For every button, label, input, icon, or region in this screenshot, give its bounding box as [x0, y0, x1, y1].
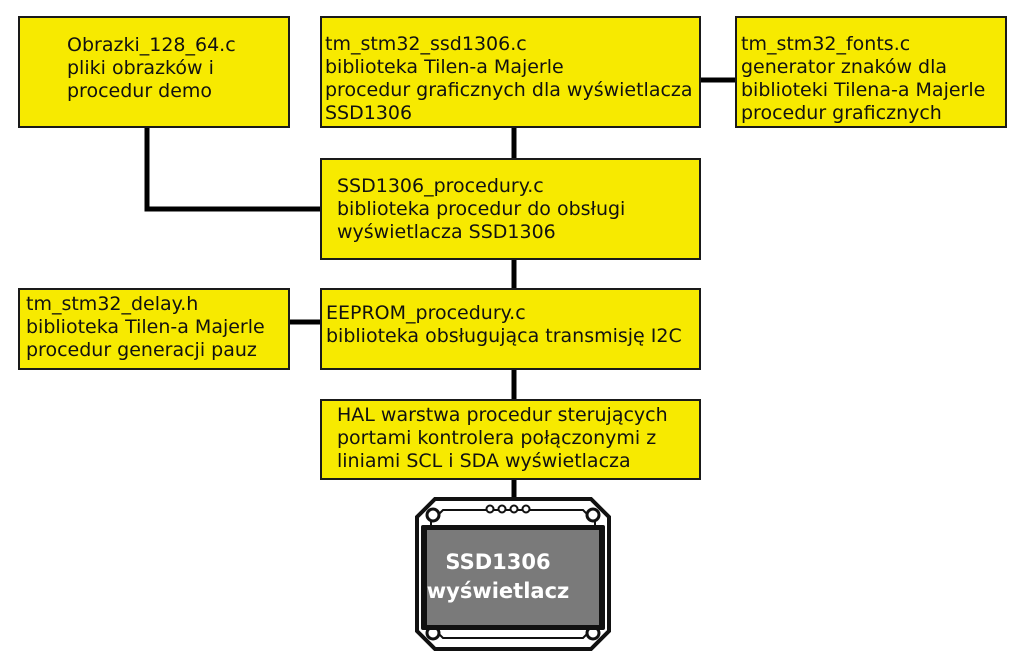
block-delay-line: procedur generacji pauz	[26, 339, 257, 361]
block-procedury-line: wyświetlacza SSD1306	[337, 221, 556, 243]
block-ssd1306-library-line: SSD1306	[325, 102, 413, 124]
block-fonts-line: generator znaków dla	[741, 56, 948, 78]
block-fonts-line: biblioteki Tilena-a Majerle	[741, 79, 986, 101]
block-delay-line: tm_stm32_delay.h	[26, 293, 199, 315]
block-ssd1306-library-line: biblioteka Tilen-a Majerle	[325, 56, 564, 78]
display-label-line1: SSD1306	[445, 550, 551, 574]
block-ssd1306-library-line: tm_stm32_ssd1306.c	[325, 33, 527, 55]
block-obrazki-line: Obrazki_128_64.c	[67, 34, 236, 56]
block-eeprom: EEPROM_procedury.c biblioteka obsługując…	[320, 288, 701, 370]
block-delay-line: biblioteka Tilen-a Majerle	[26, 316, 265, 338]
block-ssd1306-library-line: procedur graficznych dla wyświetlacza	[325, 79, 693, 101]
block-hal-line: liniami SCL i SDA wyświetlacza	[337, 450, 631, 472]
block-fonts: tm_stm32_fonts.c generator znaków dla bi…	[735, 16, 1007, 128]
oled-display-icon	[415, 497, 611, 651]
block-fonts-line: tm_stm32_fonts.c	[741, 33, 911, 55]
block-ssd1306-library: tm_stm32_ssd1306.c biblioteka Tilen-a Ma…	[320, 16, 701, 128]
block-procedury-line: biblioteka procedur do obsługi	[337, 198, 626, 220]
block-obrazki: Obrazki_128_64.c pliki obrazków i proced…	[18, 16, 290, 128]
block-hal-line: portami kontrolera połączonymi z	[337, 427, 657, 449]
block-eeprom-line: EEPROM_procedury.c	[326, 302, 526, 324]
block-hal: HAL warstwa procedur sterujących portami…	[320, 399, 701, 480]
block-obrazki-line: procedur demo	[67, 80, 213, 102]
block-delay: tm_stm32_delay.h biblioteka Tilen-a Maje…	[18, 288, 290, 370]
block-obrazki-line: pliki obrazków i	[67, 57, 214, 79]
display-label-line2: wyświetlacz	[426, 579, 570, 603]
block-procedury: SSD1306_procedury.c biblioteka procedur …	[320, 158, 701, 260]
block-eeprom-line: biblioteka obsługująca transmisję I2C	[326, 325, 682, 347]
connector-obrazki-procedury	[144, 124, 325, 212]
block-fonts-line: procedur graficznych	[741, 102, 942, 124]
block-procedury-line: SSD1306_procedury.c	[337, 175, 544, 197]
block-hal-line: HAL warstwa procedur sterujących	[337, 404, 668, 426]
